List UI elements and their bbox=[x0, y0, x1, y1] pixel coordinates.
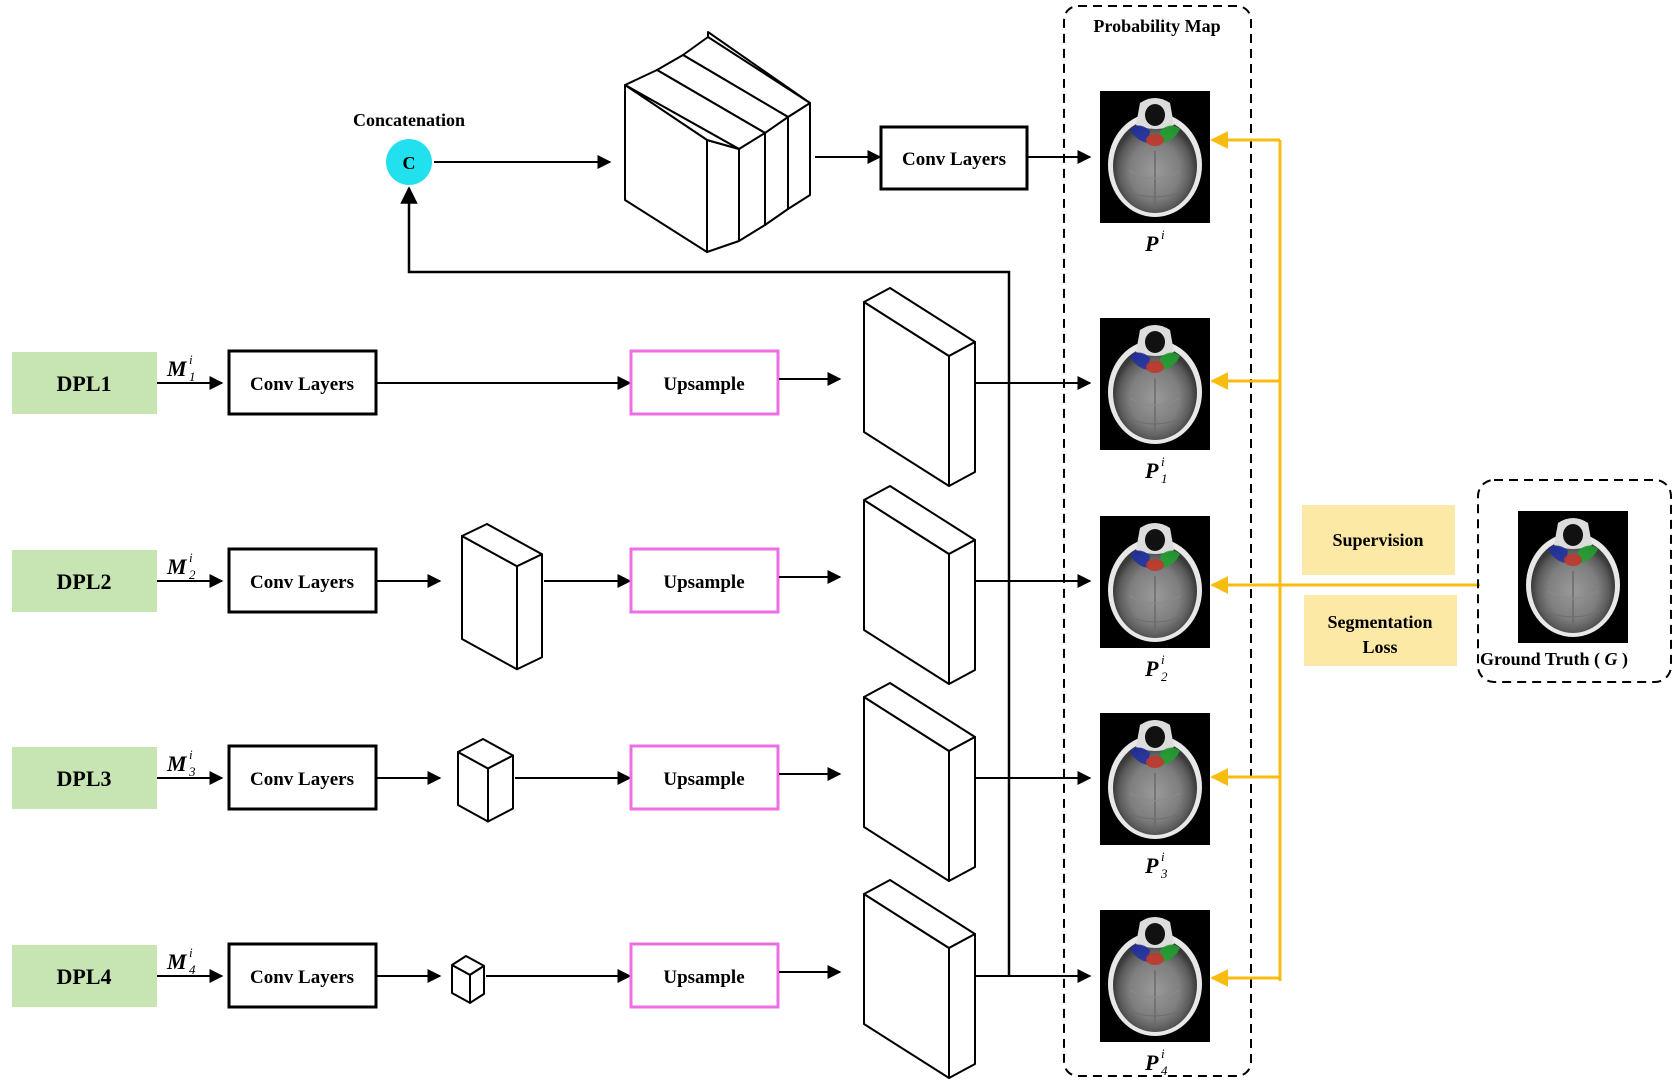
m-symbol-4: M bbox=[166, 949, 188, 974]
upsampled-feature-map-2 bbox=[863, 485, 976, 685]
probability-map-image-0 bbox=[1099, 90, 1211, 224]
p-sup-2: i bbox=[1161, 652, 1165, 667]
segmentation-loss-line2: Loss bbox=[1362, 637, 1397, 657]
m-sub-4: 4 bbox=[189, 962, 196, 977]
top-conv-layers-label: Conv Layers bbox=[902, 149, 1006, 170]
concatenation-symbol: C bbox=[403, 153, 416, 173]
dpl-box-3 bbox=[12, 747, 157, 809]
probability-map-image-3 bbox=[1099, 712, 1211, 846]
concatenated-feature-stack bbox=[624, 31, 811, 253]
conv-layers-label-1: Conv Layers bbox=[250, 374, 354, 395]
m-symbol-3: M bbox=[166, 751, 188, 776]
upsample-label-4: Upsample bbox=[663, 967, 744, 988]
probability-map-image-1 bbox=[1099, 317, 1211, 451]
dpl-box-2 bbox=[12, 550, 157, 612]
small-feature-map-3 bbox=[457, 738, 514, 823]
p-symbol-1: P bbox=[1144, 458, 1159, 483]
dpl-label-1: DPL1 bbox=[57, 371, 112, 396]
conv-layers-box-2 bbox=[227, 547, 378, 614]
p-sub-3: 3 bbox=[1160, 866, 1168, 881]
dpl-label-2: DPL2 bbox=[57, 569, 112, 594]
upsampled-feature-map-3 bbox=[863, 682, 976, 882]
probability-map-image-4 bbox=[1099, 909, 1211, 1043]
concatenation-node bbox=[386, 139, 432, 185]
upsample-box-2 bbox=[629, 547, 780, 614]
upsample-box-3 bbox=[629, 744, 780, 811]
upsample-box-4 bbox=[629, 942, 780, 1009]
upsampled-feature-map-4 bbox=[863, 879, 976, 1079]
dpl-label-4: DPL4 bbox=[57, 964, 112, 989]
m-symbol-1: M bbox=[166, 356, 188, 381]
p-sub-4: 4 bbox=[1161, 1063, 1168, 1078]
m-sup-3: i bbox=[189, 747, 193, 762]
ground-truth-panel bbox=[1477, 479, 1672, 683]
upsample-label-2: Upsample bbox=[663, 572, 744, 593]
probability-map-image-2 bbox=[1099, 515, 1211, 649]
probability-map-title: Probability Map bbox=[1093, 16, 1220, 36]
feedback-line-to-concat bbox=[400, 186, 1011, 975]
m-sup-2: i bbox=[189, 550, 193, 565]
dpl-box-4 bbox=[12, 945, 157, 1007]
upsample-label-3: Upsample bbox=[663, 769, 744, 790]
small-feature-map-2 bbox=[461, 523, 543, 671]
concatenation-label: Concatenation bbox=[353, 110, 465, 130]
p-symbol-4: P bbox=[1144, 1050, 1159, 1075]
conv-layers-label-4: Conv Layers bbox=[250, 967, 354, 988]
p-symbol-2: P bbox=[1144, 656, 1159, 681]
dpl-box-1 bbox=[12, 352, 157, 414]
m-symbol-2: M bbox=[166, 554, 188, 579]
upsample-label-1: Upsample bbox=[663, 374, 744, 395]
upsample-box-1 bbox=[629, 349, 780, 416]
ground-truth-label: Ground Truth ( G ) bbox=[1480, 649, 1628, 670]
m-sub-3: 3 bbox=[188, 764, 196, 779]
m-sup-1: i bbox=[189, 352, 193, 367]
conv-layers-box-4 bbox=[227, 942, 378, 1009]
upsampled-feature-map-1 bbox=[863, 287, 976, 487]
p-sup-1: i bbox=[1161, 454, 1165, 469]
m-sub-1: 1 bbox=[189, 369, 196, 384]
conv-layers-label-2: Conv Layers bbox=[250, 572, 354, 593]
p-symbol-3: P bbox=[1144, 853, 1159, 878]
conv-layers-label-3: Conv Layers bbox=[250, 769, 354, 790]
p-symbol-0: P bbox=[1144, 231, 1159, 256]
segmentation-loss-line1: Segmentation bbox=[1328, 612, 1433, 632]
probability-map-panel bbox=[1063, 5, 1252, 1077]
conv-layers-box-3 bbox=[227, 744, 378, 811]
top-conv-layers-box bbox=[879, 125, 1029, 191]
ground-truth-image bbox=[1517, 510, 1629, 644]
m-sup-4: i bbox=[189, 945, 193, 960]
dpl-label-3: DPL3 bbox=[57, 766, 112, 791]
p-sub-2: 2 bbox=[1161, 669, 1168, 684]
p-sup-4: i bbox=[1161, 1046, 1165, 1061]
segmentation-loss-box bbox=[1304, 595, 1457, 666]
p-sub-1: 1 bbox=[1161, 471, 1168, 486]
conv-layers-box-1 bbox=[227, 349, 378, 416]
m-sub-2: 2 bbox=[189, 567, 196, 582]
p-sup-3: i bbox=[1161, 849, 1165, 864]
supervision-box bbox=[1302, 505, 1455, 575]
p-sup-0: i bbox=[1161, 227, 1165, 242]
small-feature-map-4 bbox=[451, 955, 485, 1004]
supervision-label: Supervision bbox=[1332, 530, 1423, 550]
